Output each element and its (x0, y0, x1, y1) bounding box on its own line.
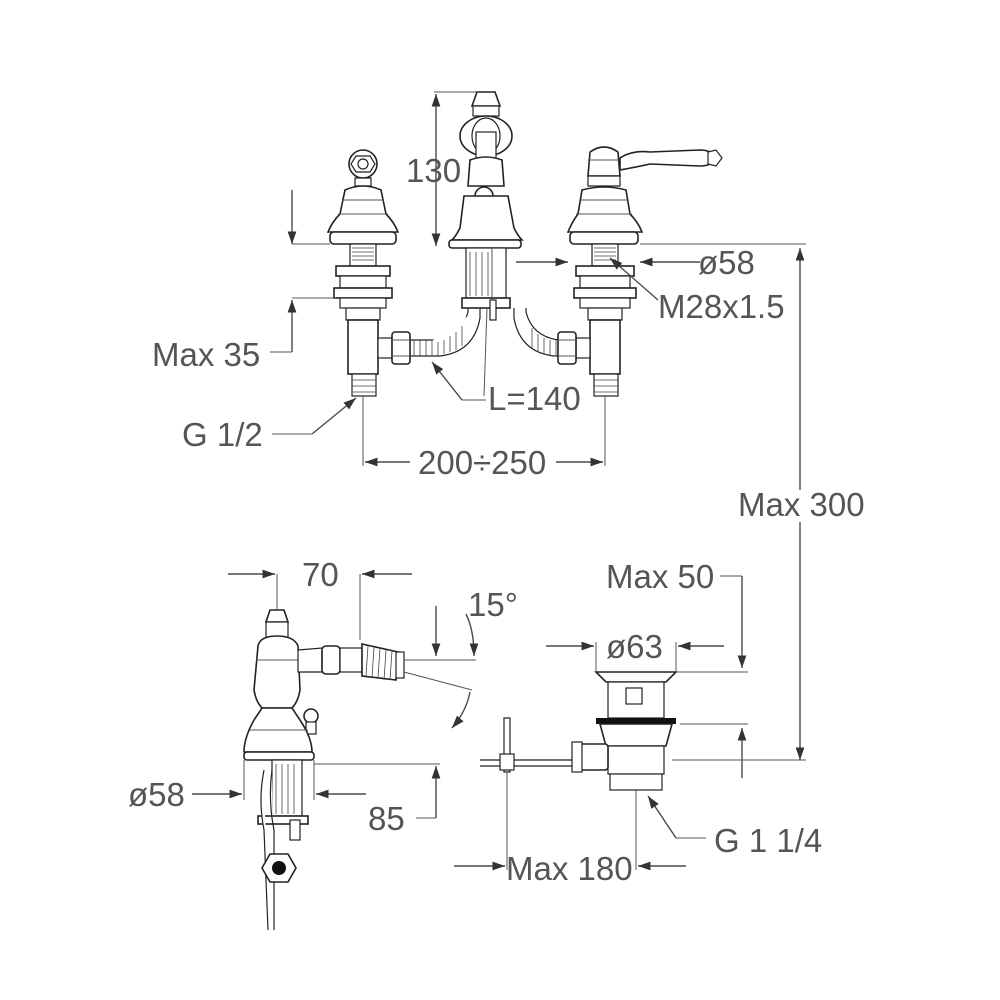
label-max-180: Max 180 (506, 850, 633, 887)
side-dimensions (192, 569, 479, 819)
dimension-labels: 130 ø58 M28x1.5 Max 35 L=140 G 1/2 200÷2… (128, 152, 865, 887)
label-max-300: Max 300 (738, 486, 865, 523)
label-waste-thread: G 1 1/4 (714, 822, 822, 859)
flexible-hose (410, 307, 560, 397)
label-max-35: Max 35 (152, 336, 260, 373)
label-angle-15: 15° (468, 586, 518, 623)
waste-drain-view (480, 671, 678, 791)
label-thread: M28x1.5 (658, 288, 785, 325)
center-spout-body (448, 91, 524, 321)
side-elevation-view (243, 609, 405, 931)
label-inlet-thread: G 1/2 (182, 416, 263, 453)
label-spout-70: 70 (302, 556, 339, 593)
label-dia-58-top: ø58 (698, 244, 755, 281)
waste-dimensions (454, 575, 806, 871)
label-dia-63: ø63 (606, 628, 663, 665)
label-depth-85: 85 (368, 800, 405, 837)
label-dia-58-side: ø58 (128, 776, 185, 813)
front-elevation-view (270, 91, 806, 760)
label-spacing: 200÷250 (418, 444, 546, 481)
label-hose-length: L=140 (488, 380, 581, 417)
right-valve-body (557, 146, 723, 397)
left-valve-body (326, 149, 411, 397)
label-max-50: Max 50 (606, 558, 714, 595)
label-height-130: 130 (406, 152, 461, 189)
top-dimensions (270, 91, 806, 760)
